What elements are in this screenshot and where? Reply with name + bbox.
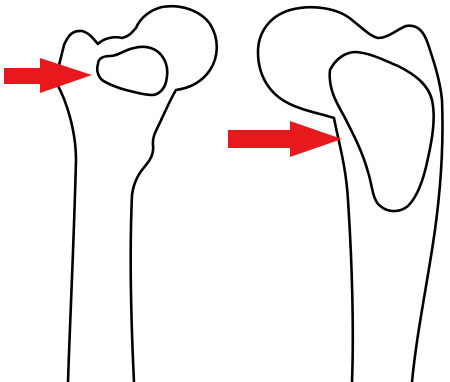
right-femur-panel	[228, 7, 443, 382]
right-arrow	[228, 121, 342, 157]
left-femur-panel	[4, 6, 217, 382]
left-lesion-outline	[97, 47, 167, 95]
left-femur-outline	[57, 6, 217, 382]
right-lesion-outline	[330, 52, 434, 211]
left-arrow	[4, 58, 92, 93]
